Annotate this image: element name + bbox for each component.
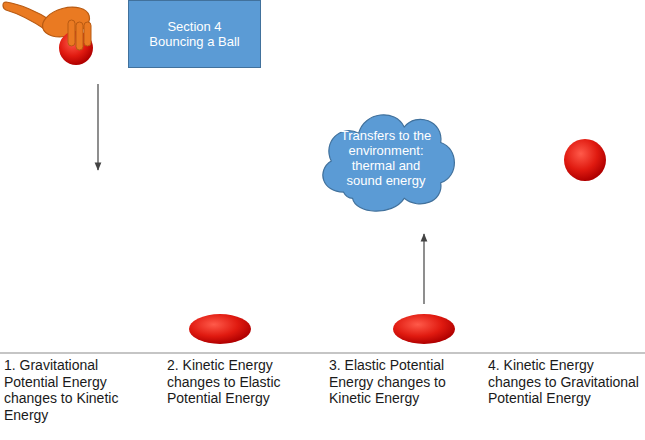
stage-caption: 2. Kinetic Energy changes to Elastic Pot… [167,357,319,407]
node-text: Transfers to the environment: thermal an… [334,128,438,188]
stage-caption: 1. Gravitational Potential Energy change… [4,357,156,423]
stage-caption: 3. Elastic Potential Energy changes to K… [329,357,481,407]
rising-ball [564,139,606,181]
stage-caption: 4. Kinetic Energy changes to Gravitation… [488,357,640,407]
node-text: Section 4 Bouncing a Ball [143,19,246,49]
transfer-arrow [423,234,424,304]
squashed-ball [393,314,455,344]
squashed-ball [189,314,251,344]
fall-arrow [97,84,98,170]
hand-with-ball [3,2,93,65]
environment-cloud: Transfers to the environment: thermal an… [310,96,462,220]
ground-line [0,352,645,353]
section-box: Section 4 Bouncing a Ball [128,0,261,68]
